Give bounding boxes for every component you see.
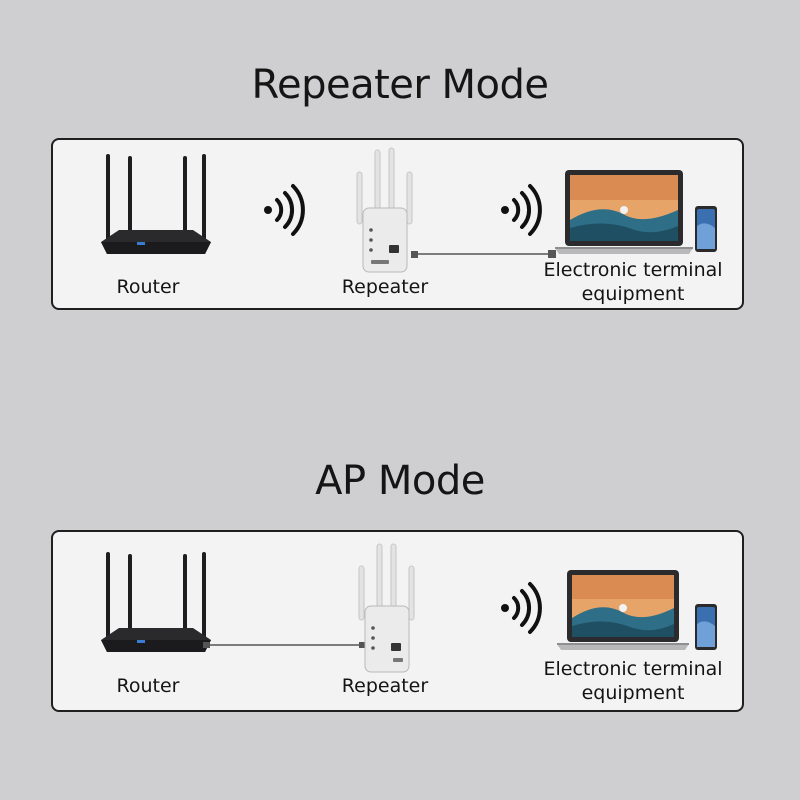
repeater-icon	[358, 543, 415, 673]
laptop-icon	[555, 170, 693, 254]
cable-connector	[203, 642, 366, 648]
wifi-signal-icon	[501, 184, 542, 236]
section-title-ap-mode: AP Mode	[315, 458, 485, 504]
router-label: Router	[116, 675, 180, 697]
repeater-mode-diagram	[101, 147, 717, 273]
section-title-repeater-mode: Repeater Mode	[251, 62, 549, 108]
router-label: Router	[116, 276, 180, 298]
phone-icon	[695, 206, 717, 252]
laptop-icon	[557, 570, 689, 650]
repeater-label: Repeater	[341, 675, 429, 697]
repeater-label: Repeater	[341, 276, 429, 298]
terminal-label-line1: Electronic terminal	[543, 259, 723, 281]
cable-connector	[411, 250, 556, 258]
router-icon	[101, 552, 211, 652]
repeater-mode-panel: Router Repeater Electronic terminal equi…	[51, 138, 744, 310]
terminal-label-line2: equipment	[581, 682, 685, 704]
terminal-label-line1: Electronic terminal	[543, 658, 723, 680]
phone-icon	[695, 604, 717, 650]
ap-mode-diagram	[101, 543, 717, 673]
repeater-icon	[356, 147, 413, 273]
router-icon	[101, 154, 211, 254]
wifi-signal-icon	[501, 582, 542, 634]
wifi-signal-icon	[264, 184, 305, 236]
ap-mode-panel: Router Repeater Electronic terminal equi…	[51, 530, 744, 712]
terminal-label-line2: equipment	[581, 283, 685, 305]
